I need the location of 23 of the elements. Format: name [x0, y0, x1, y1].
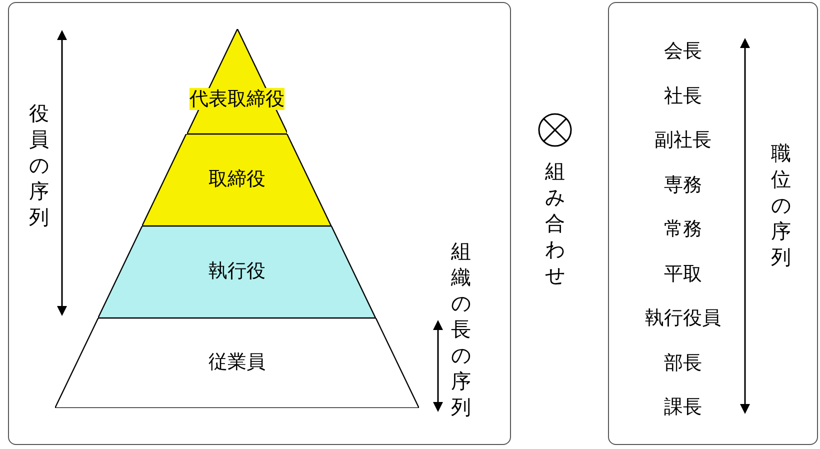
tier-label: 従業員 — [208, 351, 266, 373]
vertical-label: 組み合わせ — [544, 158, 566, 288]
position-title: 社長 — [664, 84, 702, 108]
position-title: 常務 — [664, 217, 702, 242]
position-title: 課長 — [664, 395, 702, 420]
vertical-label: 組織の長の序列 — [450, 238, 472, 420]
tier-label: 代表取締役 — [189, 88, 284, 110]
pyramid-tier — [55, 318, 419, 408]
pyramid-tier — [142, 134, 332, 226]
panel-frame — [8, 2, 511, 445]
vertical-label: 職位の序列 — [770, 140, 792, 270]
position-title: 平取 — [664, 262, 702, 286]
position-title: 部長 — [664, 350, 702, 376]
position-title: 会長 — [664, 39, 702, 64]
tier-label: 取締役 — [208, 168, 266, 190]
vertical-label: 役員の序列 — [28, 100, 50, 230]
pyramid-tier — [98, 226, 376, 318]
pyramid-tier — [186, 29, 288, 134]
panel-frame — [608, 2, 818, 445]
position-title: 専務 — [664, 172, 702, 198]
position-title: 執行役員 — [645, 306, 721, 331]
position-title: 副社長 — [654, 128, 712, 153]
tier-label: 執行役 — [208, 260, 266, 282]
